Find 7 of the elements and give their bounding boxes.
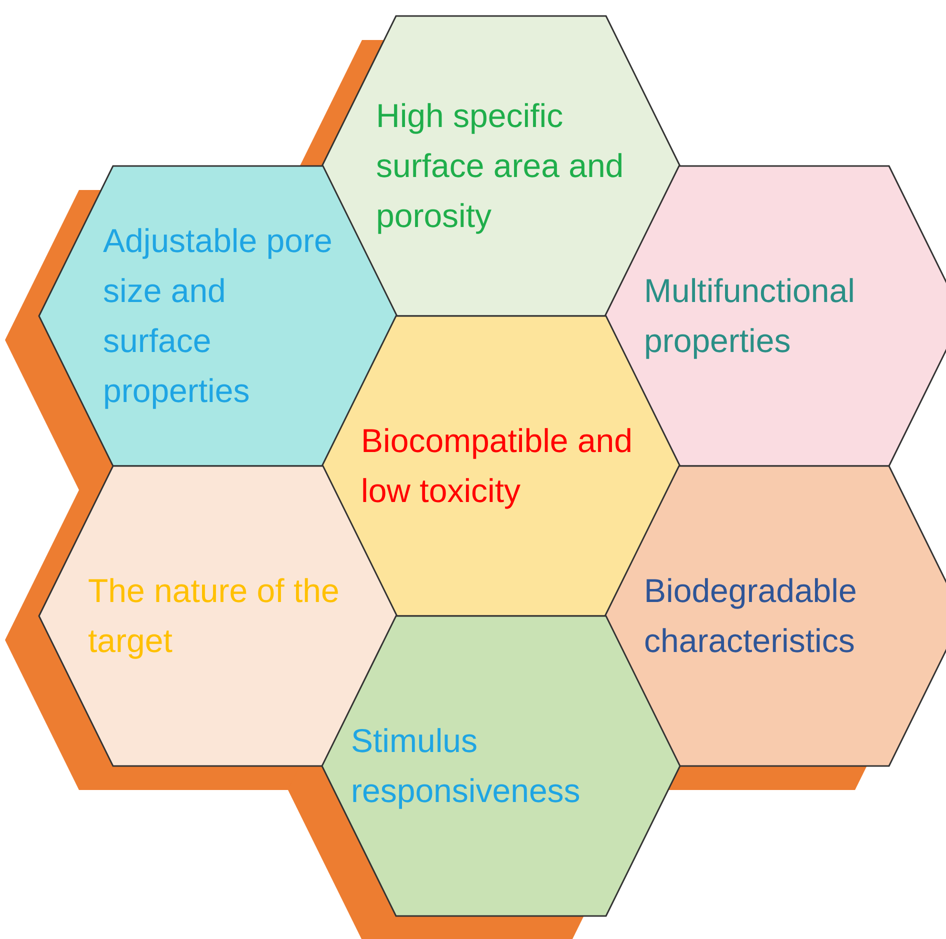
property-label: Biocompatible and low toxicity <box>361 421 634 511</box>
property-label: Adjustable pore size and surface properties <box>103 221 333 411</box>
property-label: Stimulus responsiveness <box>351 721 582 811</box>
property-label: The nature of the target <box>88 571 340 661</box>
property-label: High specific surface area and porosity <box>376 96 625 236</box>
property-label: Biodegradable characteristics <box>644 571 858 661</box>
property-label: Multifunctional properties <box>644 271 856 361</box>
